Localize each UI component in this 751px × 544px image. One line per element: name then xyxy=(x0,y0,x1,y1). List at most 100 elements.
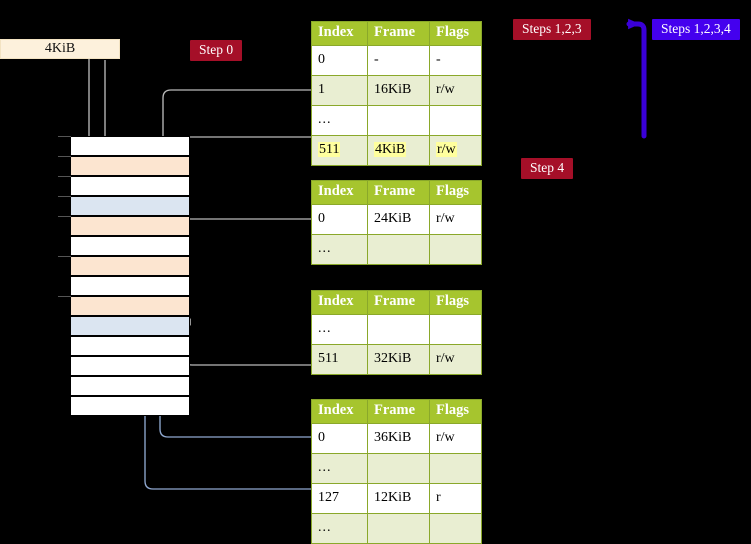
connector-l1-row0-to-memory xyxy=(159,413,312,438)
cell-flags xyxy=(429,233,482,265)
column-header-flags: Flags xyxy=(429,21,482,46)
cell-flags: r/w xyxy=(429,74,482,106)
memory-row xyxy=(70,316,190,336)
cell-flags xyxy=(429,104,482,136)
cell-flags: r/w xyxy=(429,203,482,235)
cell-frame-text: 4KiB xyxy=(374,142,407,158)
cell-frame: 24KiB xyxy=(367,203,430,235)
cell-index: ... xyxy=(311,313,368,345)
memory-row xyxy=(70,276,190,296)
cell-frame: 16KiB xyxy=(367,74,430,106)
cell-frame: 36KiB xyxy=(367,422,430,454)
cell-flags: - xyxy=(429,44,482,76)
badge-steps-123-label: Steps 1,2,3 xyxy=(522,21,582,36)
table-row[interactable]: ... xyxy=(311,313,482,345)
cell-index: 511 xyxy=(311,134,368,166)
level-4-table: Index Frame Flags 0 - - 1 16KiB r/w ... xyxy=(311,21,482,166)
table-row[interactable]: 1 16KiB r/w xyxy=(311,74,482,106)
cell-index: 0 xyxy=(311,203,368,235)
badge-step-4: Step 4 xyxy=(521,158,574,179)
cell-flags: r xyxy=(429,482,482,514)
cell-index-text: 511 xyxy=(318,142,341,158)
cell-index: 511 xyxy=(311,343,368,375)
table-row[interactable]: 0 36KiB r/w xyxy=(311,422,482,454)
level-3-table: Index Frame Flags 0 24KiB r/w ... xyxy=(311,180,482,265)
memory-tick xyxy=(58,156,71,157)
memory-row xyxy=(70,196,190,216)
column-header-frame: Frame xyxy=(367,290,430,315)
cell-flags: r/w xyxy=(429,134,482,166)
memory-tick xyxy=(58,136,71,137)
cell-index: ... xyxy=(311,104,368,136)
table-row[interactable]: 0 - - xyxy=(311,44,482,76)
cell-index: 0 xyxy=(311,422,368,454)
memory-tick xyxy=(58,216,71,217)
table-row[interactable]: 511 32KiB r/w xyxy=(311,343,482,375)
cell-frame xyxy=(367,233,430,265)
column-header-flags: Flags xyxy=(429,399,482,424)
column-header-frame: Frame xyxy=(367,180,430,205)
diagram-canvas: 4KiB Step 0 Steps 1,2,3 Steps 1,2,3,4 St… xyxy=(0,18,740,544)
badge-step-4-label: Step 4 xyxy=(530,160,565,175)
table-row[interactable]: ... xyxy=(311,104,482,136)
badge-steps-1234-label: Steps 1,2,3,4 xyxy=(661,21,731,36)
column-header-flags: Flags xyxy=(429,180,482,205)
cell-flags: r/w xyxy=(429,422,482,454)
cell-frame: 12KiB xyxy=(367,482,430,514)
table-row[interactable]: 0 24KiB r/w xyxy=(311,203,482,235)
memory-tick xyxy=(58,176,71,177)
cell-frame xyxy=(367,452,430,484)
cell-flags xyxy=(429,313,482,345)
table-row[interactable]: ... xyxy=(311,512,482,544)
memory-tick xyxy=(58,296,71,297)
badge-step-0-label: Step 0 xyxy=(199,42,234,57)
cell-index: 0 xyxy=(311,44,368,76)
column-header-index: Index xyxy=(311,399,368,424)
memory-row xyxy=(70,256,190,276)
memory-row xyxy=(70,136,190,156)
cell-frame xyxy=(367,512,430,544)
memory-row xyxy=(70,216,190,236)
cell-frame: - xyxy=(367,44,430,76)
memory-row xyxy=(70,156,190,176)
memory-tick xyxy=(58,196,71,197)
memory-tick xyxy=(58,256,71,257)
connector-l2-to-memory xyxy=(183,318,312,366)
column-header-index: Index xyxy=(311,21,368,46)
column-header-index: Index xyxy=(311,290,368,315)
cell-index: ... xyxy=(311,233,368,265)
level-2-table: Index Frame Flags ... 511 32KiB r/w xyxy=(311,290,482,375)
column-header-frame: Frame xyxy=(367,399,430,424)
cell-flags: r/w xyxy=(429,343,482,375)
cell-index: 1 xyxy=(311,74,368,106)
cell-flags xyxy=(429,452,482,484)
memory-row xyxy=(70,396,190,416)
memory-row xyxy=(70,376,190,396)
memory-row xyxy=(70,176,190,196)
table-row[interactable]: 127 12KiB r xyxy=(311,482,482,514)
size-box-4kib: 4KiB xyxy=(0,39,120,59)
table-header-row: Index Frame Flags xyxy=(311,290,482,315)
table-header-row: Index Frame Flags xyxy=(311,399,482,424)
cell-frame xyxy=(367,104,430,136)
cell-frame xyxy=(367,313,430,345)
memory-row xyxy=(70,236,190,256)
column-header-index: Index xyxy=(311,180,368,205)
cell-index: ... xyxy=(311,512,368,544)
cell-index: 127 xyxy=(311,482,368,514)
memory-row xyxy=(70,296,190,316)
arrow-steps-1234 xyxy=(626,18,647,139)
cell-frame: 4KiB xyxy=(367,134,430,166)
cell-index: ... xyxy=(311,452,368,484)
size-box-label: 4KiB xyxy=(44,41,76,56)
cell-flags xyxy=(429,512,482,544)
table-row[interactable]: ... xyxy=(311,452,482,484)
badge-steps-123: Steps 1,2,3 xyxy=(513,19,591,40)
badge-steps-1234: Steps 1,2,3,4 xyxy=(652,19,740,40)
table-row[interactable]: ... xyxy=(311,233,482,265)
badge-step-0: Step 0 xyxy=(190,40,243,61)
connector-l1-row127-to-memory xyxy=(144,413,312,490)
physical-memory-column xyxy=(70,136,190,416)
column-header-frame: Frame xyxy=(367,21,430,46)
table-row[interactable]: 511 4KiB r/w xyxy=(311,134,482,166)
